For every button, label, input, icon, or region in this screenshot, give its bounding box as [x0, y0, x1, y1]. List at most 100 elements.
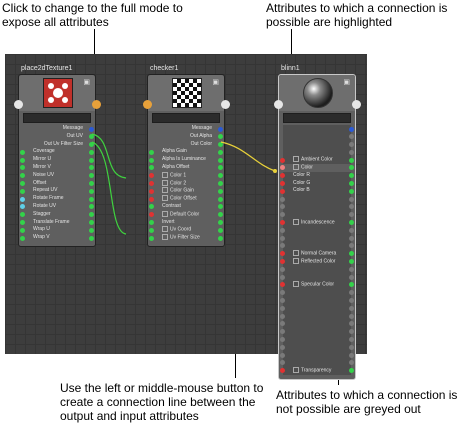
- attribute-port[interactable]: [280, 157, 285, 163]
- attribute-port[interactable]: [349, 227, 354, 233]
- attribute-port[interactable]: [349, 165, 354, 171]
- attribute-port[interactable]: [280, 360, 285, 366]
- attribute-row[interactable]: [280, 312, 354, 320]
- attribute-row[interactable]: Repeat UV: [20, 187, 94, 195]
- attribute-port[interactable]: [280, 251, 285, 257]
- attribute-port[interactable]: [349, 196, 354, 202]
- attribute-row[interactable]: [280, 335, 354, 344]
- attribute-port[interactable]: [349, 188, 354, 194]
- attribute-row[interactable]: Out Uv Filter Size: [23, 141, 94, 149]
- attribute-port[interactable]: [349, 274, 354, 280]
- attribute-port[interactable]: [218, 227, 223, 233]
- attribute-port[interactable]: [89, 165, 94, 171]
- attribute-port[interactable]: [20, 173, 25, 179]
- attribute-row[interactable]: Noise UV: [20, 172, 94, 180]
- attribute-port[interactable]: [218, 212, 223, 218]
- expand-box-icon[interactable]: [162, 210, 168, 217]
- attribute-port[interactable]: [89, 220, 94, 226]
- attribute-port[interactable]: [89, 235, 94, 241]
- attribute-port[interactable]: [280, 227, 285, 233]
- swatch-toggle-icon[interactable]: ▣: [343, 79, 350, 86]
- attribute-port[interactable]: [280, 321, 285, 327]
- attribute-port[interactable]: [218, 181, 223, 187]
- attribute-port[interactable]: [280, 259, 285, 265]
- attribute-port[interactable]: [349, 220, 354, 226]
- attribute-port[interactable]: [349, 126, 354, 132]
- node-header[interactable]: ▣: [19, 75, 95, 111]
- attribute-row[interactable]: Alpha Offset: [149, 164, 223, 172]
- attribute-port[interactable]: [280, 352, 285, 358]
- attribute-port[interactable]: [89, 157, 94, 163]
- attribute-port[interactable]: [20, 235, 25, 241]
- attribute-port[interactable]: [280, 368, 285, 374]
- attribute-port[interactable]: [349, 251, 354, 257]
- attribute-port[interactable]: [280, 282, 285, 288]
- attribute-port[interactable]: [149, 235, 154, 241]
- attribute-port[interactable]: [89, 196, 94, 202]
- attribute-port[interactable]: [149, 173, 154, 179]
- attribute-port[interactable]: [280, 196, 285, 202]
- attribute-row[interactable]: Message: [23, 125, 94, 133]
- attribute-port[interactable]: [349, 298, 354, 304]
- expand-box-icon[interactable]: [293, 156, 299, 163]
- attribute-port[interactable]: [89, 134, 94, 140]
- attribute-port[interactable]: [280, 298, 285, 304]
- attribute-row[interactable]: Coverage: [20, 148, 94, 156]
- attribute-row[interactable]: [280, 319, 354, 328]
- attribute-port[interactable]: [280, 165, 285, 171]
- attribute-row[interactable]: Color 1: [149, 171, 223, 180]
- attribute-row[interactable]: [280, 210, 354, 219]
- attribute-port[interactable]: [218, 165, 223, 171]
- attribute-row[interactable]: Out Color: [152, 141, 223, 149]
- attribute-row[interactable]: Ambient Color: [280, 156, 354, 164]
- attribute-row[interactable]: Rotate UV: [20, 203, 94, 211]
- attribute-port[interactable]: [349, 243, 354, 249]
- attribute-row[interactable]: Stagger: [20, 211, 94, 219]
- attribute-row[interactable]: Specular Color: [280, 280, 354, 289]
- attribute-port[interactable]: [349, 181, 354, 187]
- attribute-port[interactable]: [280, 235, 285, 241]
- expand-box-icon[interactable]: [293, 249, 299, 256]
- attribute-port[interactable]: [20, 149, 25, 155]
- attribute-row[interactable]: Message: [152, 125, 223, 133]
- attribute-row[interactable]: Uv Filter Size: [149, 234, 223, 242]
- attribute-row[interactable]: [280, 241, 354, 250]
- attribute-port[interactable]: [89, 188, 94, 194]
- swatch-toggle-icon[interactable]: ▣: [83, 79, 90, 86]
- attribute-row[interactable]: [280, 358, 354, 367]
- attribute-row[interactable]: Out UV: [23, 133, 94, 141]
- node-header[interactable]: ▣: [148, 75, 224, 111]
- attribute-port[interactable]: [280, 188, 285, 194]
- attribute-port[interactable]: [349, 142, 354, 148]
- attribute-port[interactable]: [349, 352, 354, 358]
- blinn-input-port[interactable]: [274, 100, 283, 109]
- attribute-port[interactable]: [349, 266, 354, 272]
- attribute-port[interactable]: [349, 212, 354, 218]
- expand-box-icon[interactable]: [293, 280, 299, 287]
- attribute-port[interactable]: [280, 243, 285, 249]
- checker-output-port[interactable]: [221, 100, 230, 109]
- attribute-row[interactable]: [280, 265, 354, 274]
- attribute-filter-field[interactable]: [23, 113, 91, 123]
- attribute-port[interactable]: [218, 204, 223, 210]
- attribute-port[interactable]: [349, 204, 354, 210]
- blinn-output-port[interactable]: [352, 100, 361, 109]
- attribute-row[interactable]: [280, 296, 354, 305]
- attribute-port[interactable]: [349, 173, 354, 179]
- attribute-port[interactable]: [280, 290, 285, 296]
- attribute-row[interactable]: Color G: [280, 179, 354, 188]
- attribute-port[interactable]: [218, 188, 223, 194]
- attribute-port[interactable]: [218, 157, 223, 163]
- attribute-port[interactable]: [280, 274, 285, 280]
- attribute-port[interactable]: [20, 165, 25, 171]
- attribute-row[interactable]: Normal Camera: [280, 249, 354, 258]
- attribute-port[interactable]: [218, 235, 223, 241]
- expand-box-icon[interactable]: [293, 366, 299, 373]
- expand-box-icon[interactable]: [162, 179, 168, 186]
- attribute-row[interactable]: Default Color: [149, 210, 223, 219]
- attribute-port[interactable]: [349, 321, 354, 327]
- attribute-row[interactable]: [280, 343, 354, 352]
- checker-input-port[interactable]: [143, 100, 152, 109]
- attribute-port[interactable]: [349, 305, 354, 311]
